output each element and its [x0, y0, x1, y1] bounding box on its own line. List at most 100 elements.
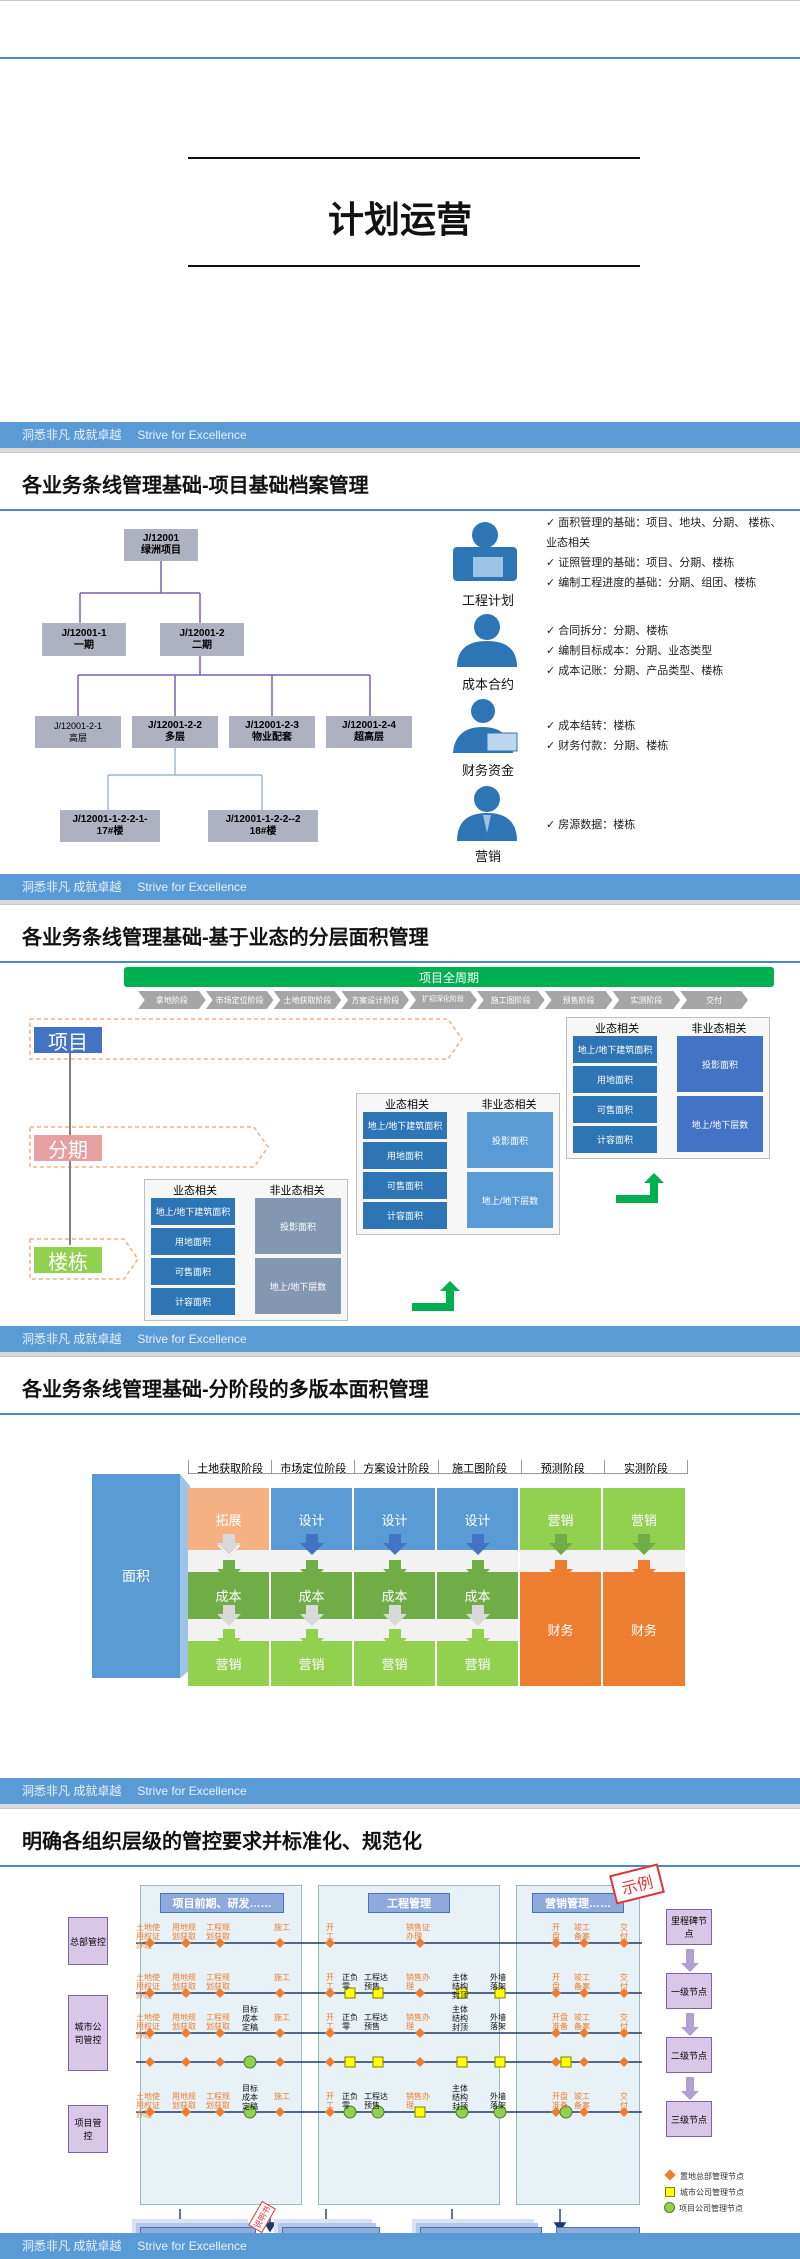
- city-node-marker: [456, 2056, 468, 2068]
- stage-chevron: 方案设计阶段: [341, 991, 410, 1009]
- city-node-marker: [494, 2056, 506, 2068]
- phase-panel-marketing: [516, 1885, 640, 2205]
- role-label: 财务资金: [461, 763, 514, 778]
- yt-cell: 计容面积: [573, 1126, 657, 1153]
- node-label: 用地规划获取: [172, 2092, 196, 2110]
- footer-slogan-en: Strive for Excellence: [137, 428, 247, 442]
- node-label: 交付: [620, 1923, 628, 1941]
- timeline-lines: [136, 1938, 642, 2235]
- role-finance: 财务资金: [443, 697, 533, 778]
- footer-slogan-cn: 洞悉非凡 成就卓越: [22, 2239, 122, 2253]
- node-label: 开工: [326, 1923, 334, 1941]
- stage-header: 土地获取阶段: [188, 1460, 272, 1475]
- node-label: 销售办理: [406, 2092, 430, 2110]
- title-rule-top: [188, 157, 640, 159]
- hq-node-marker: [325, 2107, 335, 2117]
- node-code: J/12001-1-2-2-1-: [72, 814, 148, 825]
- node-label: 绿洲项目: [141, 545, 181, 556]
- hq-node-marker: [325, 1938, 335, 1948]
- level-second: 二级节点: [666, 2037, 712, 2073]
- bullet-item: ✓ 编制目标成本：分期、业态类型: [546, 645, 713, 657]
- footer-slogan-en: Strive for Excellence: [137, 2239, 247, 2253]
- slide-title: 明确各组织层级的管控要求并标准化、规范化: [22, 1831, 422, 1853]
- node-label: 销售办理: [406, 1973, 430, 1991]
- hq-node-marker: [181, 2028, 191, 2038]
- square-marker-icon: [665, 2187, 675, 2197]
- hq-node-marker: [325, 2057, 335, 2067]
- node-label: 超高层: [354, 732, 384, 743]
- city-node-marker: [456, 1987, 468, 1999]
- hq-node-marker: [275, 1988, 285, 1998]
- node-label: 开盘准备: [552, 2092, 568, 2110]
- hq-node-marker: [275, 2028, 285, 2038]
- table-head-fyt: 非业态相关: [481, 1099, 537, 1111]
- footer-slogan-cn: 洞悉非凡 成就卓越: [22, 428, 122, 442]
- yt-cell: 地上/地下建筑面积: [573, 1036, 657, 1063]
- area-label-block: 面积: [92, 1474, 180, 1678]
- stage-chevron: 交付: [680, 991, 749, 1009]
- area-table-building: 业态相关 非业态相关 地上/地下建筑面积 用地面积 可售面积 计容面积 投影面积…: [144, 1179, 348, 1321]
- hq-node-marker: [145, 2107, 155, 2117]
- node-label: 销售办理: [406, 2013, 430, 2031]
- node-label: 土地使用权证办理: [136, 1923, 160, 1950]
- level-milestone: 里程碑节点: [666, 1909, 712, 1945]
- phase-header: 营销管理……: [532, 1893, 624, 1913]
- node-label: 17#楼: [96, 826, 124, 837]
- bullet-item: ✓ 成本记账：分期、产品类型、楼栋: [546, 665, 724, 677]
- slide-top-rule: [0, 57, 800, 59]
- node-label: 交付: [620, 2013, 628, 2031]
- hq-node-marker: [181, 2107, 191, 2117]
- node-label: 用地规划获取: [172, 1973, 196, 1991]
- bullet-text: 证照管理的基础：项目、分期、楼栋: [558, 557, 735, 569]
- node-label: 工程规划获取: [206, 1923, 230, 1941]
- hq-node-marker: [215, 1938, 225, 1948]
- city-node-marker: [372, 1987, 384, 1999]
- hq-node-marker: [181, 1988, 191, 1998]
- level-building: 楼栋: [34, 1247, 102, 1274]
- node-label: 用地规划获取: [172, 2013, 196, 2031]
- node-label: 开工: [326, 1973, 334, 1991]
- phase-panel-engineering: [318, 1885, 500, 2205]
- city-node-marker: [372, 2056, 384, 2068]
- hq-node-marker: [579, 2107, 589, 2117]
- role-cost: 成本合约: [443, 611, 533, 692]
- phase-header: 项目前期、研发……: [160, 1893, 284, 1913]
- project-node-marker: [455, 2105, 469, 2119]
- hq-node-marker: [551, 2107, 561, 2117]
- sales-bullets: ✓ 房源数据：楼栋: [546, 815, 786, 835]
- role-label: 工程计划: [461, 593, 514, 608]
- yt-cell: 可售面积: [363, 1172, 447, 1199]
- table-head-yt: 业态相关: [385, 1099, 429, 1111]
- bullet-text: 成本记账：分期、产品类型、楼栋: [558, 665, 724, 677]
- table-head-fyt: 非业态相关: [269, 1185, 325, 1197]
- hq-node-marker: [215, 1988, 225, 1998]
- area-block-side: [180, 1474, 190, 1678]
- fyt-cell: 地上/地下层数: [467, 1172, 553, 1228]
- stage-chevron: 拿地阶段: [138, 991, 206, 1009]
- level-project: 项目: [34, 1027, 102, 1054]
- yt-cell: 用地面积: [363, 1142, 447, 1169]
- project-node-marker: [243, 2105, 257, 2119]
- yt-cell: 可售面积: [573, 1096, 657, 1123]
- yt-cell: 计容面积: [363, 1202, 447, 1229]
- bullet-item: ✓ 合同拆分：分期、楼栋: [546, 625, 669, 637]
- stage-chevron: 施工图阶段: [476, 991, 545, 1009]
- stage-chevron: 土地获取阶段: [273, 991, 342, 1009]
- hq-node-marker: [579, 1938, 589, 1948]
- node-label: 目标成本定稿: [242, 2084, 258, 2111]
- node-label: 开盘: [552, 1923, 560, 1941]
- yt-cell: 用地面积: [573, 1066, 657, 1093]
- node-label: 竣工备案: [574, 1973, 590, 1991]
- node-label: 施工: [274, 2092, 290, 2101]
- level-first: 一级节点: [666, 1973, 712, 2009]
- hq-node-marker: [325, 2028, 335, 2038]
- node-label: 工程规划获取: [206, 1973, 230, 1991]
- hq-node-marker: [215, 2028, 225, 2038]
- role-sales: 营销: [443, 783, 533, 864]
- node-label: 销售证办理: [406, 1923, 430, 1941]
- city-node-marker: [560, 2056, 572, 2068]
- project-node-marker: [243, 2055, 257, 2069]
- node-label: 土地使用权证办理: [136, 2092, 160, 2119]
